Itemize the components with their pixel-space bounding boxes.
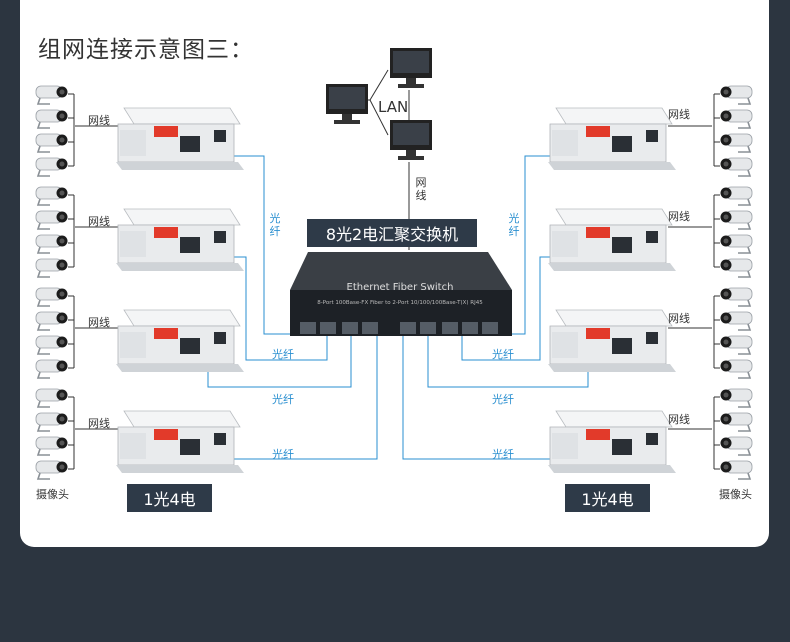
group-label-left: 1光4电 <box>127 484 212 512</box>
net-label-vertical: 网线 <box>415 176 427 202</box>
switch-ports-text: 8-Port 100Base-FX Fiber to 2-Port 10/100… <box>317 300 483 306</box>
camera-label: 摄像头 <box>36 488 69 501</box>
fiber-switch: Ethernet Fiber Switch 8-Port 100Base-FX … <box>290 252 512 336</box>
switch-label: 8光2电汇聚交换机 <box>307 219 477 247</box>
page-title: 组网连接示意图三： <box>38 37 254 63</box>
converter-right <box>547 107 677 474</box>
fiber-label: 光纤 <box>272 393 294 406</box>
fiber-label: 光纤 <box>272 348 294 361</box>
fiber-label: 光纤 <box>492 393 514 406</box>
net-label: 网线 <box>668 413 690 426</box>
net-label: 网线 <box>88 316 110 329</box>
fiber-label: 光纤 <box>272 448 294 461</box>
net-label: 网线 <box>88 114 110 127</box>
fiber-label-vertical: 光纤 <box>269 212 281 238</box>
switch-brand: Ethernet Fiber Switch <box>347 282 454 293</box>
fiber-label-vertical: 光纤 <box>508 212 520 238</box>
camera-label: 摄像头 <box>719 488 752 501</box>
net-label: 网线 <box>668 312 690 325</box>
camera-column-right <box>714 86 752 479</box>
lan-label: LAN <box>378 98 408 116</box>
fiber-label: 光纤 <box>492 448 514 461</box>
net-label: 网线 <box>88 215 110 228</box>
fiber-label: 光纤 <box>492 348 514 361</box>
group-label-right: 1光4电 <box>565 484 650 512</box>
net-label: 网线 <box>668 108 690 121</box>
converter-left <box>115 107 245 474</box>
net-label: 网线 <box>88 417 110 430</box>
net-label: 网线 <box>668 210 690 223</box>
camera-column-left <box>36 86 74 479</box>
